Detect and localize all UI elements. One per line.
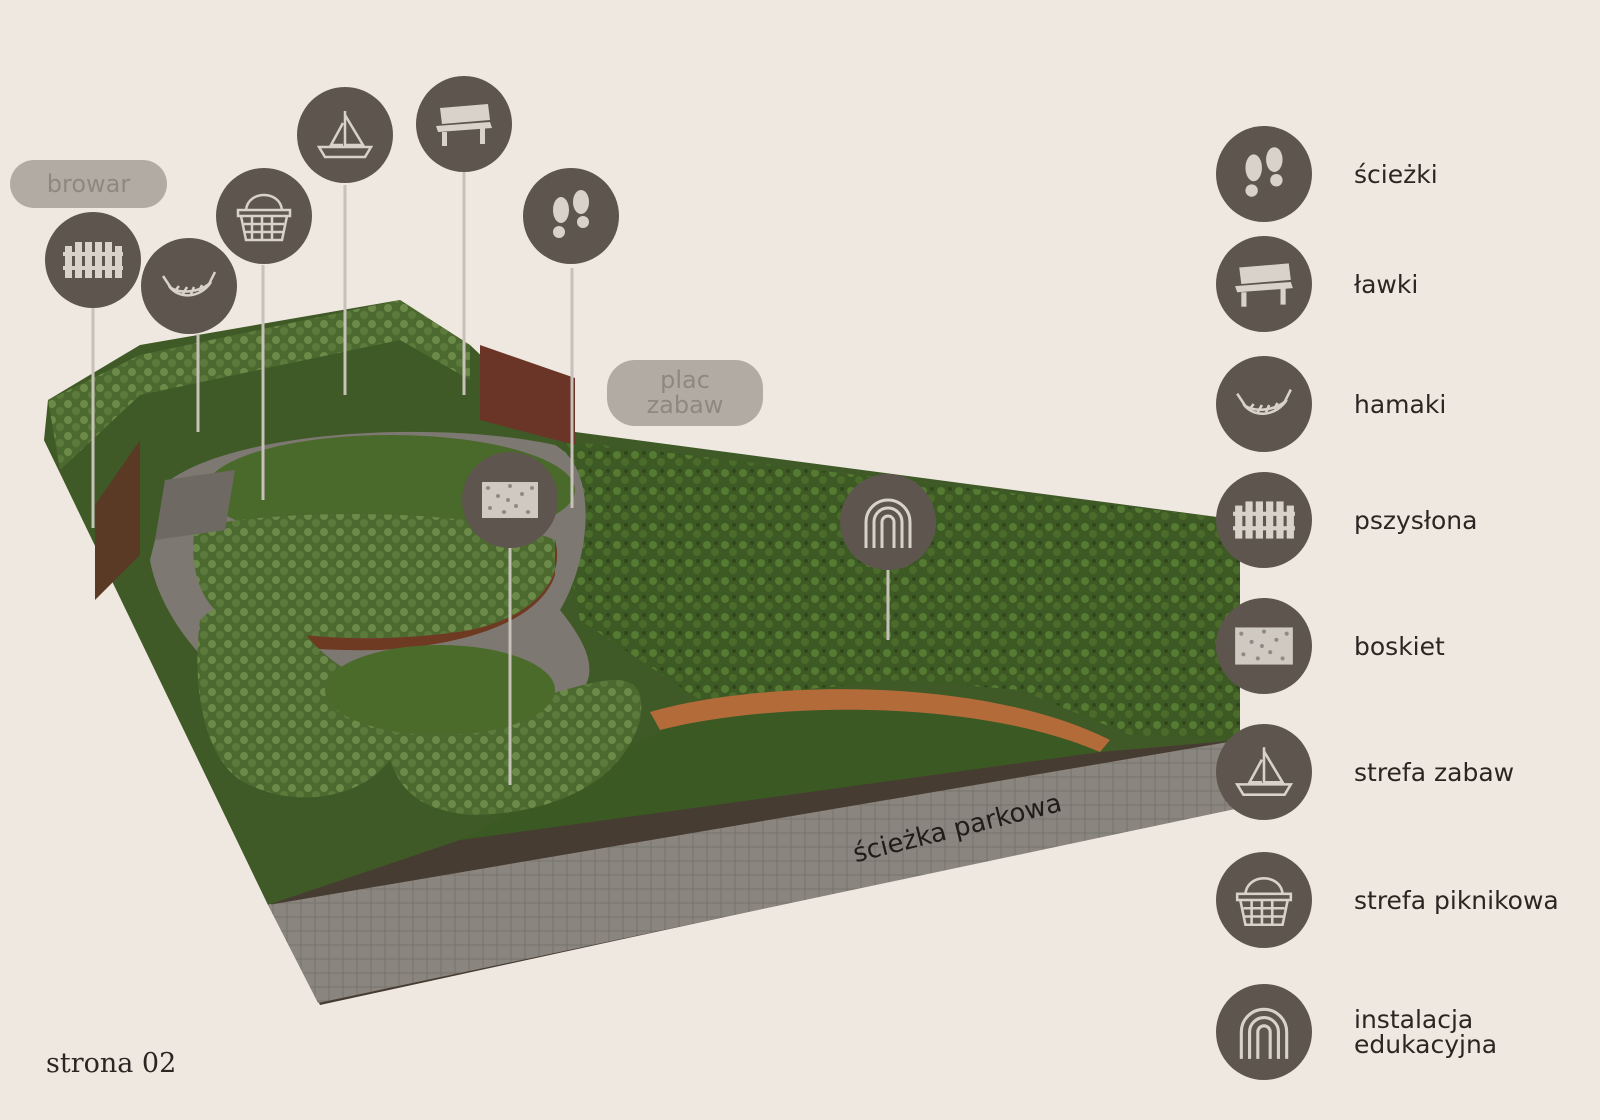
pin-arch-icon[interactable] — [840, 474, 936, 570]
legend-label-paths: ścieżki — [1354, 159, 1438, 189]
bench-icon — [436, 104, 492, 146]
tag-plac-label: plac — [660, 366, 710, 394]
pin-hammock-icon[interactable] — [141, 238, 237, 334]
legend-item-bosquet: boskiet — [1216, 598, 1596, 694]
footprints-icon — [553, 190, 589, 238]
park-path-paving — [268, 740, 1240, 1003]
pin-footprints-icon[interactable] — [523, 168, 619, 264]
ornamental-grasses — [650, 689, 1110, 752]
arch-icon — [864, 498, 912, 548]
sailboat-icon — [1234, 747, 1294, 796]
legend-item-benches: ławki — [1216, 236, 1596, 332]
legend-label-fence: pszysłona — [1354, 505, 1478, 535]
fence-icon — [63, 242, 123, 278]
legend-label-hammocks: hamaki — [1354, 389, 1447, 419]
legend-label-benches: ławki — [1354, 269, 1419, 299]
legend-item-hammocks: hamaki — [1216, 356, 1596, 452]
sailboat-icon — [316, 111, 374, 159]
picnic-basket-icon — [236, 193, 292, 242]
legend-label-picnic-zone: strefa piknikowa — [1354, 885, 1559, 915]
legend-item-play-zone: strefa zabaw — [1216, 724, 1596, 820]
legend-item-fence: pszysłona — [1216, 472, 1596, 568]
tag-browar: browar — [10, 160, 167, 208]
legend-label-line2: edukacyjna — [1354, 1030, 1498, 1059]
meadow-shrubs — [560, 440, 1240, 740]
fence-icon — [1233, 501, 1295, 539]
legend-item-picnic-zone: strefa piknikowa — [1216, 852, 1596, 948]
legend-label-play-zone: strefa zabaw — [1354, 757, 1515, 787]
page-number: strona 02 — [46, 1048, 177, 1079]
back-hedge — [48, 300, 470, 470]
brick-wall — [480, 345, 575, 445]
legend-item-paths: ścieżki — [1216, 126, 1596, 222]
pin-bench-icon[interactable] — [416, 76, 512, 172]
picnic-basket-icon — [1235, 877, 1293, 927]
bench-icon — [1235, 263, 1293, 307]
hammock-icon — [1236, 388, 1292, 415]
shrub-texture-icon — [1235, 627, 1293, 665]
legend-label-bosquet: boskiet — [1354, 631, 1445, 661]
hammock-icon — [161, 271, 217, 297]
pin-fence-icon[interactable] — [45, 212, 141, 308]
footprints-icon — [1245, 147, 1283, 197]
tag-browar-label: browar — [46, 169, 131, 198]
arch-icon — [1239, 1007, 1289, 1059]
pin-shrub-texture-icon[interactable] — [462, 452, 558, 548]
tag-zabaw-label: zabaw — [646, 391, 724, 419]
legend-label-line1: instalacja — [1354, 1005, 1474, 1034]
pin-picnic-basket-icon[interactable] — [216, 168, 312, 264]
front-lawn — [460, 697, 1100, 840]
pin-sailboat-icon[interactable] — [297, 87, 393, 183]
shrub-texture-icon — [482, 482, 538, 518]
